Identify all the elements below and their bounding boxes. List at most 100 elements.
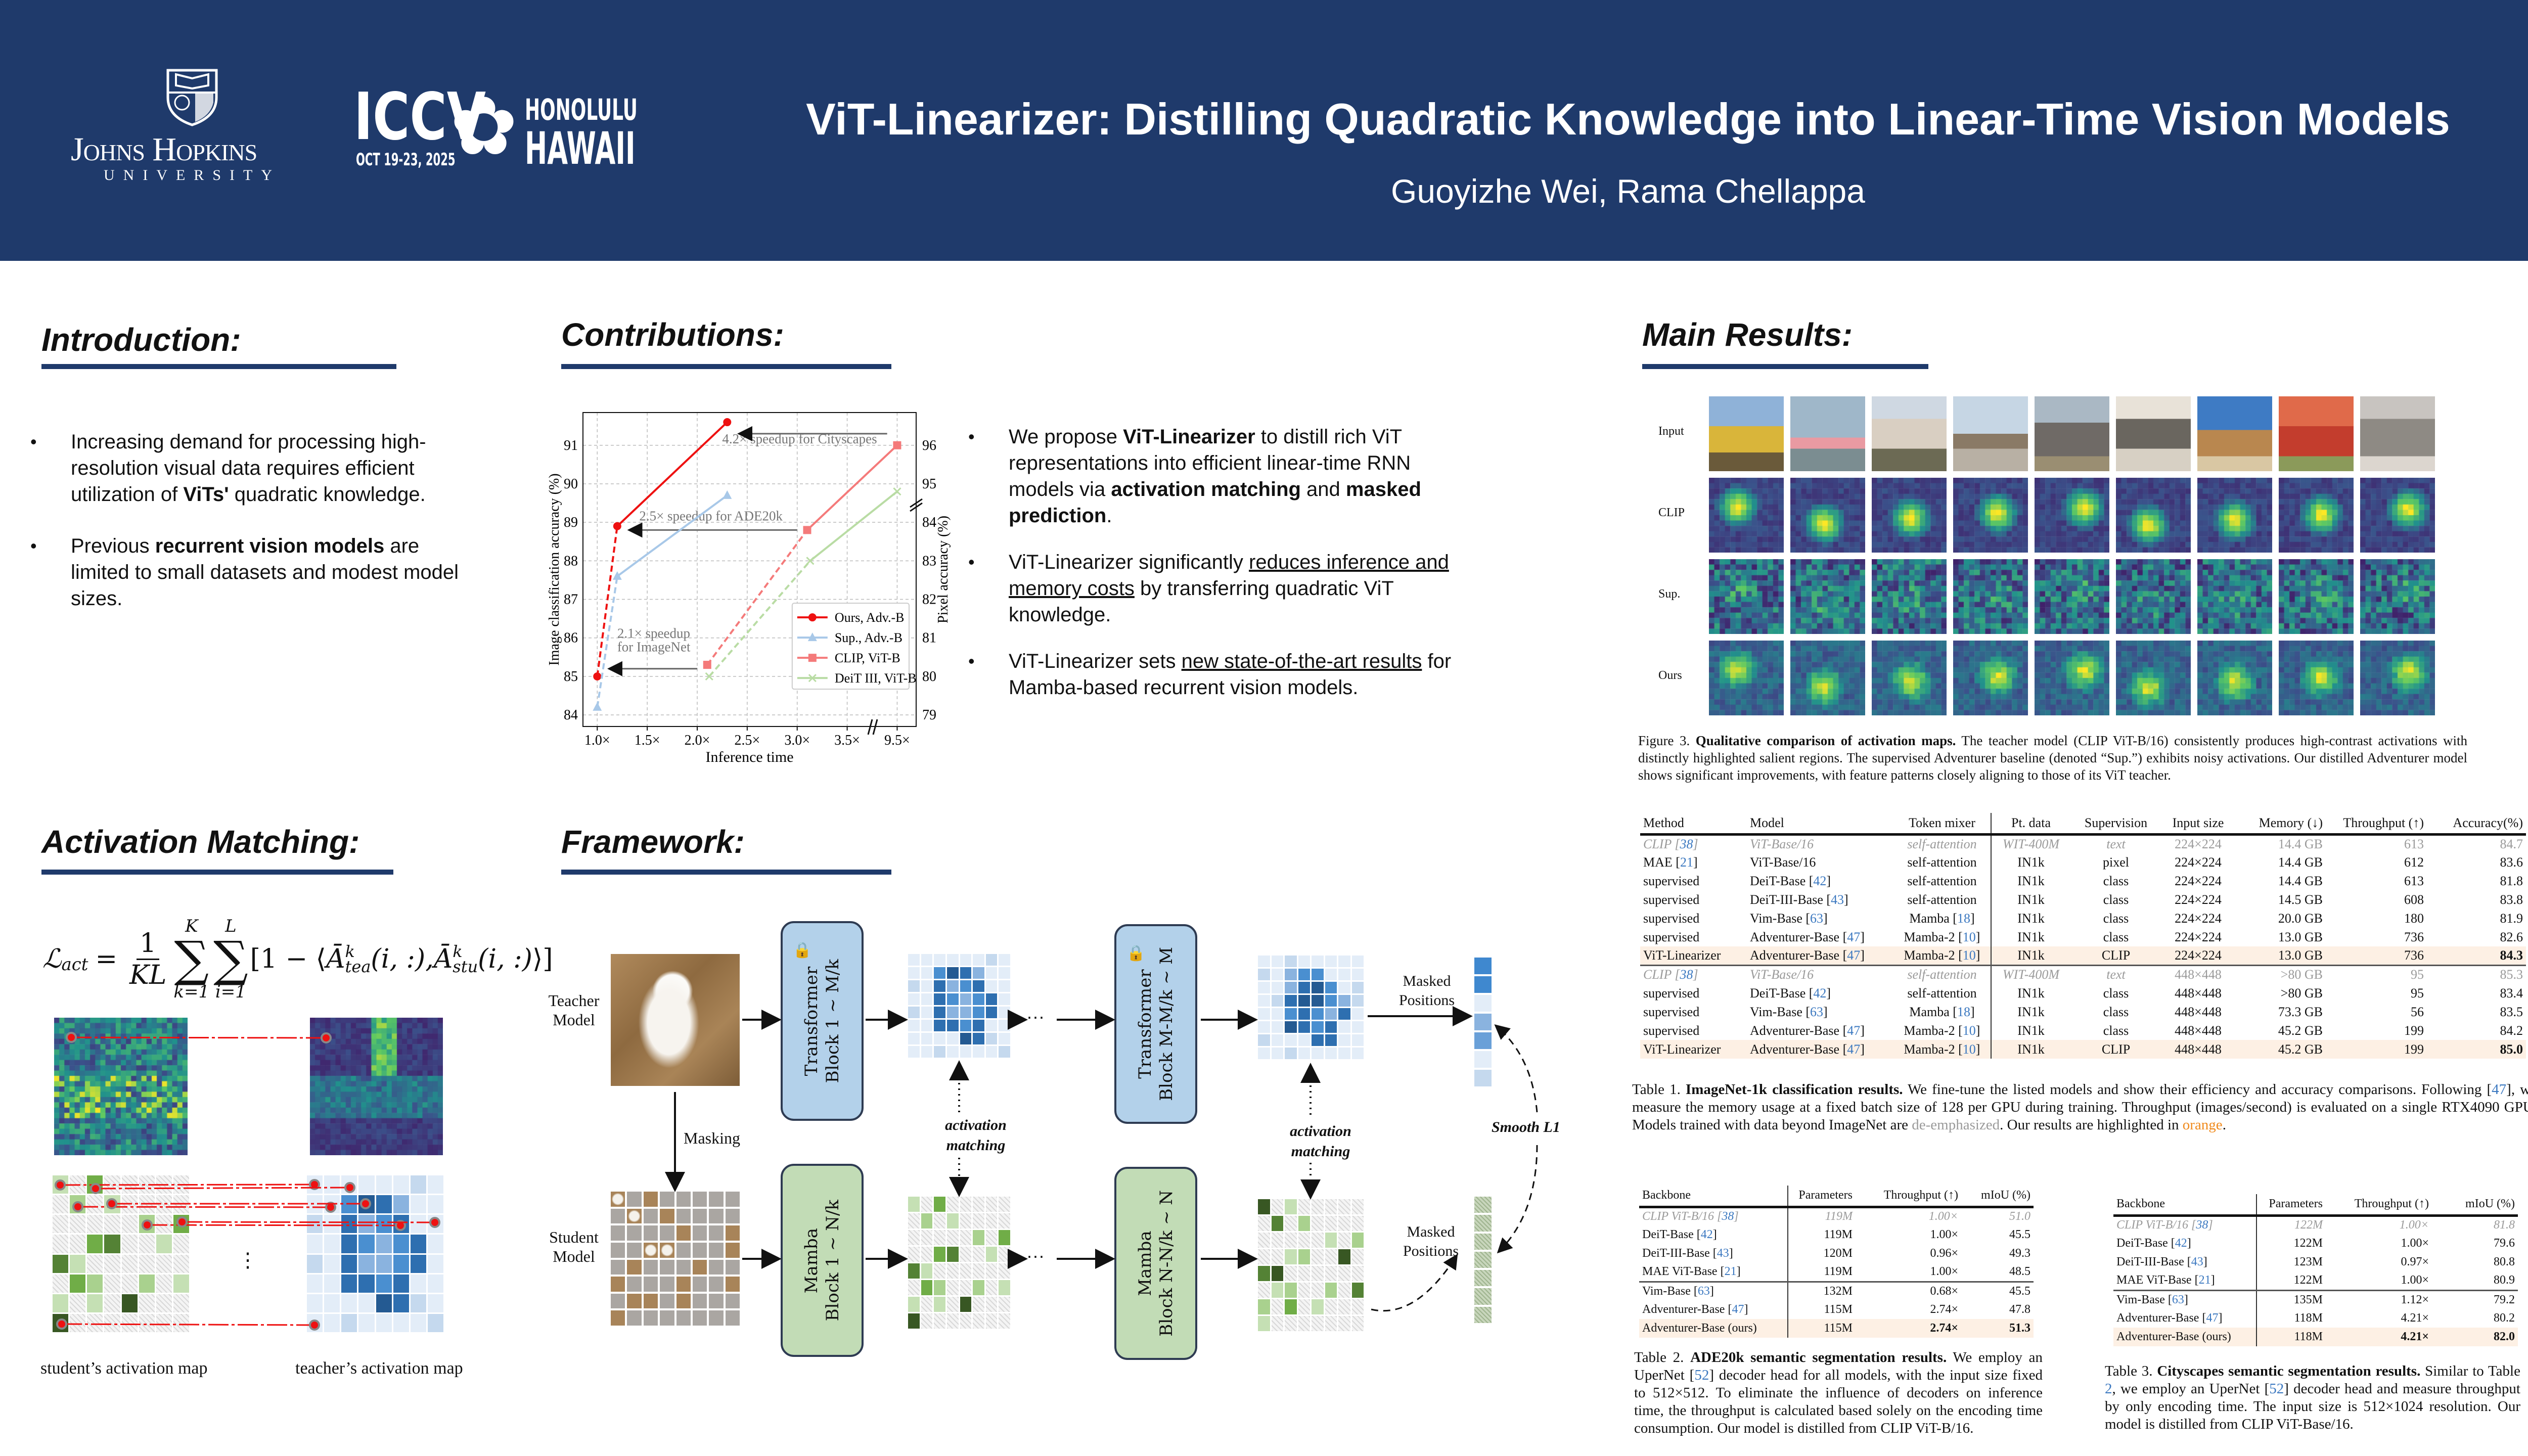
table-cell: IN1k bbox=[2017, 1004, 2045, 1019]
activation-cell bbox=[70, 1313, 86, 1332]
activation-cell bbox=[173, 1274, 189, 1293]
activation-cell bbox=[973, 1313, 984, 1329]
activation-cell bbox=[921, 1213, 933, 1228]
table-cell: supervised bbox=[1643, 929, 1700, 944]
activation-cell bbox=[139, 1195, 155, 1214]
table-cell: 448×448 bbox=[2175, 1023, 2222, 1038]
vector-cell bbox=[1474, 1014, 1492, 1030]
y-right-tick-label: 83 bbox=[922, 553, 936, 569]
activation-cell bbox=[410, 1313, 426, 1332]
activation-cell bbox=[1312, 1299, 1324, 1314]
activation-cell bbox=[1338, 1048, 1350, 1059]
activation-cell bbox=[934, 1046, 945, 1058]
section-underline bbox=[41, 870, 393, 875]
citation: 21 bbox=[1680, 854, 1693, 870]
activation-cell bbox=[1258, 956, 1270, 967]
table-cell: IN1k bbox=[1991, 946, 2070, 965]
activation-cell bbox=[341, 1294, 357, 1312]
activation-cell bbox=[960, 1297, 972, 1312]
chart-annotation: 2.1× speedup bbox=[617, 626, 690, 641]
activation-cell bbox=[1351, 982, 1364, 993]
activation-cell bbox=[427, 1254, 443, 1273]
legend-label: Sup., Adv.-B bbox=[835, 630, 902, 645]
activation-cell bbox=[1325, 1021, 1337, 1033]
activation-cell bbox=[934, 1213, 945, 1228]
activation-cell bbox=[1298, 1008, 1310, 1020]
sup-activation-map bbox=[2279, 559, 2354, 634]
activation-cell bbox=[427, 1294, 443, 1312]
table-cell: CLIP [38] bbox=[1640, 964, 1747, 984]
table-cell: 135M bbox=[2256, 1289, 2326, 1309]
activation-cell bbox=[1271, 1299, 1283, 1314]
formula-lhs: ℒ bbox=[42, 944, 62, 974]
activation-cell bbox=[960, 954, 972, 966]
table-cell: 122M bbox=[2293, 1273, 2323, 1287]
x-tick-label: 2.5× bbox=[734, 733, 760, 748]
table-cell: ViT-Base/16 bbox=[1750, 836, 1814, 851]
table-cell: DeiT-Base [42] bbox=[1750, 985, 1831, 1000]
image-patch bbox=[660, 1277, 674, 1292]
activation-cell bbox=[173, 1175, 189, 1194]
activation-cell bbox=[934, 1197, 945, 1212]
image-patch bbox=[725, 1225, 740, 1241]
vector-cell bbox=[1474, 958, 1492, 974]
activation-cell bbox=[960, 1033, 972, 1044]
formula-eq: = bbox=[95, 944, 118, 974]
image-patch bbox=[627, 1259, 642, 1275]
sum-bottom: i=1 bbox=[215, 982, 246, 1002]
masked-positions-label-teacher: Masked Positions bbox=[1398, 973, 1455, 1009]
activation-cell bbox=[1325, 969, 1337, 980]
column-header: Backbone bbox=[2113, 1194, 2257, 1217]
activation-cell bbox=[999, 993, 1010, 1005]
activation-cell bbox=[139, 1235, 155, 1253]
table-cell: 608 bbox=[2404, 892, 2424, 907]
vector-cell bbox=[1474, 1032, 1492, 1049]
image-patch bbox=[660, 1259, 674, 1275]
table-cell: Adventurer-Base [47] bbox=[1750, 929, 1865, 944]
table-cell: 122M bbox=[2294, 1218, 2323, 1232]
activation-cell bbox=[934, 1020, 945, 1031]
y-right-axis-label: Pixel accuracy (%) bbox=[935, 516, 951, 623]
legend-marker bbox=[808, 674, 817, 682]
activation-cell bbox=[1338, 956, 1350, 967]
table-cell: class bbox=[2103, 873, 2129, 888]
activation-cell bbox=[946, 1313, 959, 1329]
sum-top: K bbox=[185, 916, 198, 936]
activation-cell bbox=[960, 1263, 972, 1279]
activation-cell bbox=[1271, 1233, 1283, 1248]
text-segment: Increasing demand for processing high-re… bbox=[71, 431, 426, 506]
activation-cell bbox=[393, 1215, 409, 1234]
ours-activation-map bbox=[1872, 641, 1947, 715]
block-range: Block M-M/k ~ M bbox=[1156, 947, 1177, 1101]
image-patch bbox=[660, 1208, 674, 1224]
column-header: Parameters bbox=[1788, 1186, 1856, 1208]
activation-cell bbox=[1258, 1048, 1270, 1059]
block-name: Mamba bbox=[801, 1227, 822, 1293]
citation: 42 bbox=[1813, 985, 1827, 1000]
table-cell: self-attention bbox=[1893, 872, 1992, 890]
activation-cell bbox=[1298, 995, 1310, 1007]
activation-cell bbox=[427, 1215, 443, 1234]
table-cell: 48.5 bbox=[2009, 1265, 2030, 1279]
activation-cell bbox=[156, 1235, 172, 1253]
activation-cell bbox=[410, 1235, 426, 1253]
smooth-l1-arrow bbox=[1494, 1024, 1538, 1113]
table-cell: Adventurer-Base [47] bbox=[2113, 1309, 2257, 1328]
formula-den: KL bbox=[129, 960, 167, 990]
activation-cell bbox=[1325, 1034, 1337, 1046]
activation-cell bbox=[1338, 969, 1350, 980]
activation-cell bbox=[934, 980, 945, 992]
x-tick-label: 3.0× bbox=[784, 733, 810, 748]
activation-cell bbox=[946, 1197, 959, 1212]
table-cell: 47.8 bbox=[2009, 1303, 2030, 1316]
activation-cell bbox=[999, 980, 1010, 992]
image-patch bbox=[643, 1277, 658, 1292]
activation-cell bbox=[1271, 1249, 1283, 1264]
activation-cell bbox=[307, 1254, 323, 1273]
activation-cell bbox=[946, 1007, 959, 1018]
citation: 63 bbox=[1697, 1284, 1710, 1298]
